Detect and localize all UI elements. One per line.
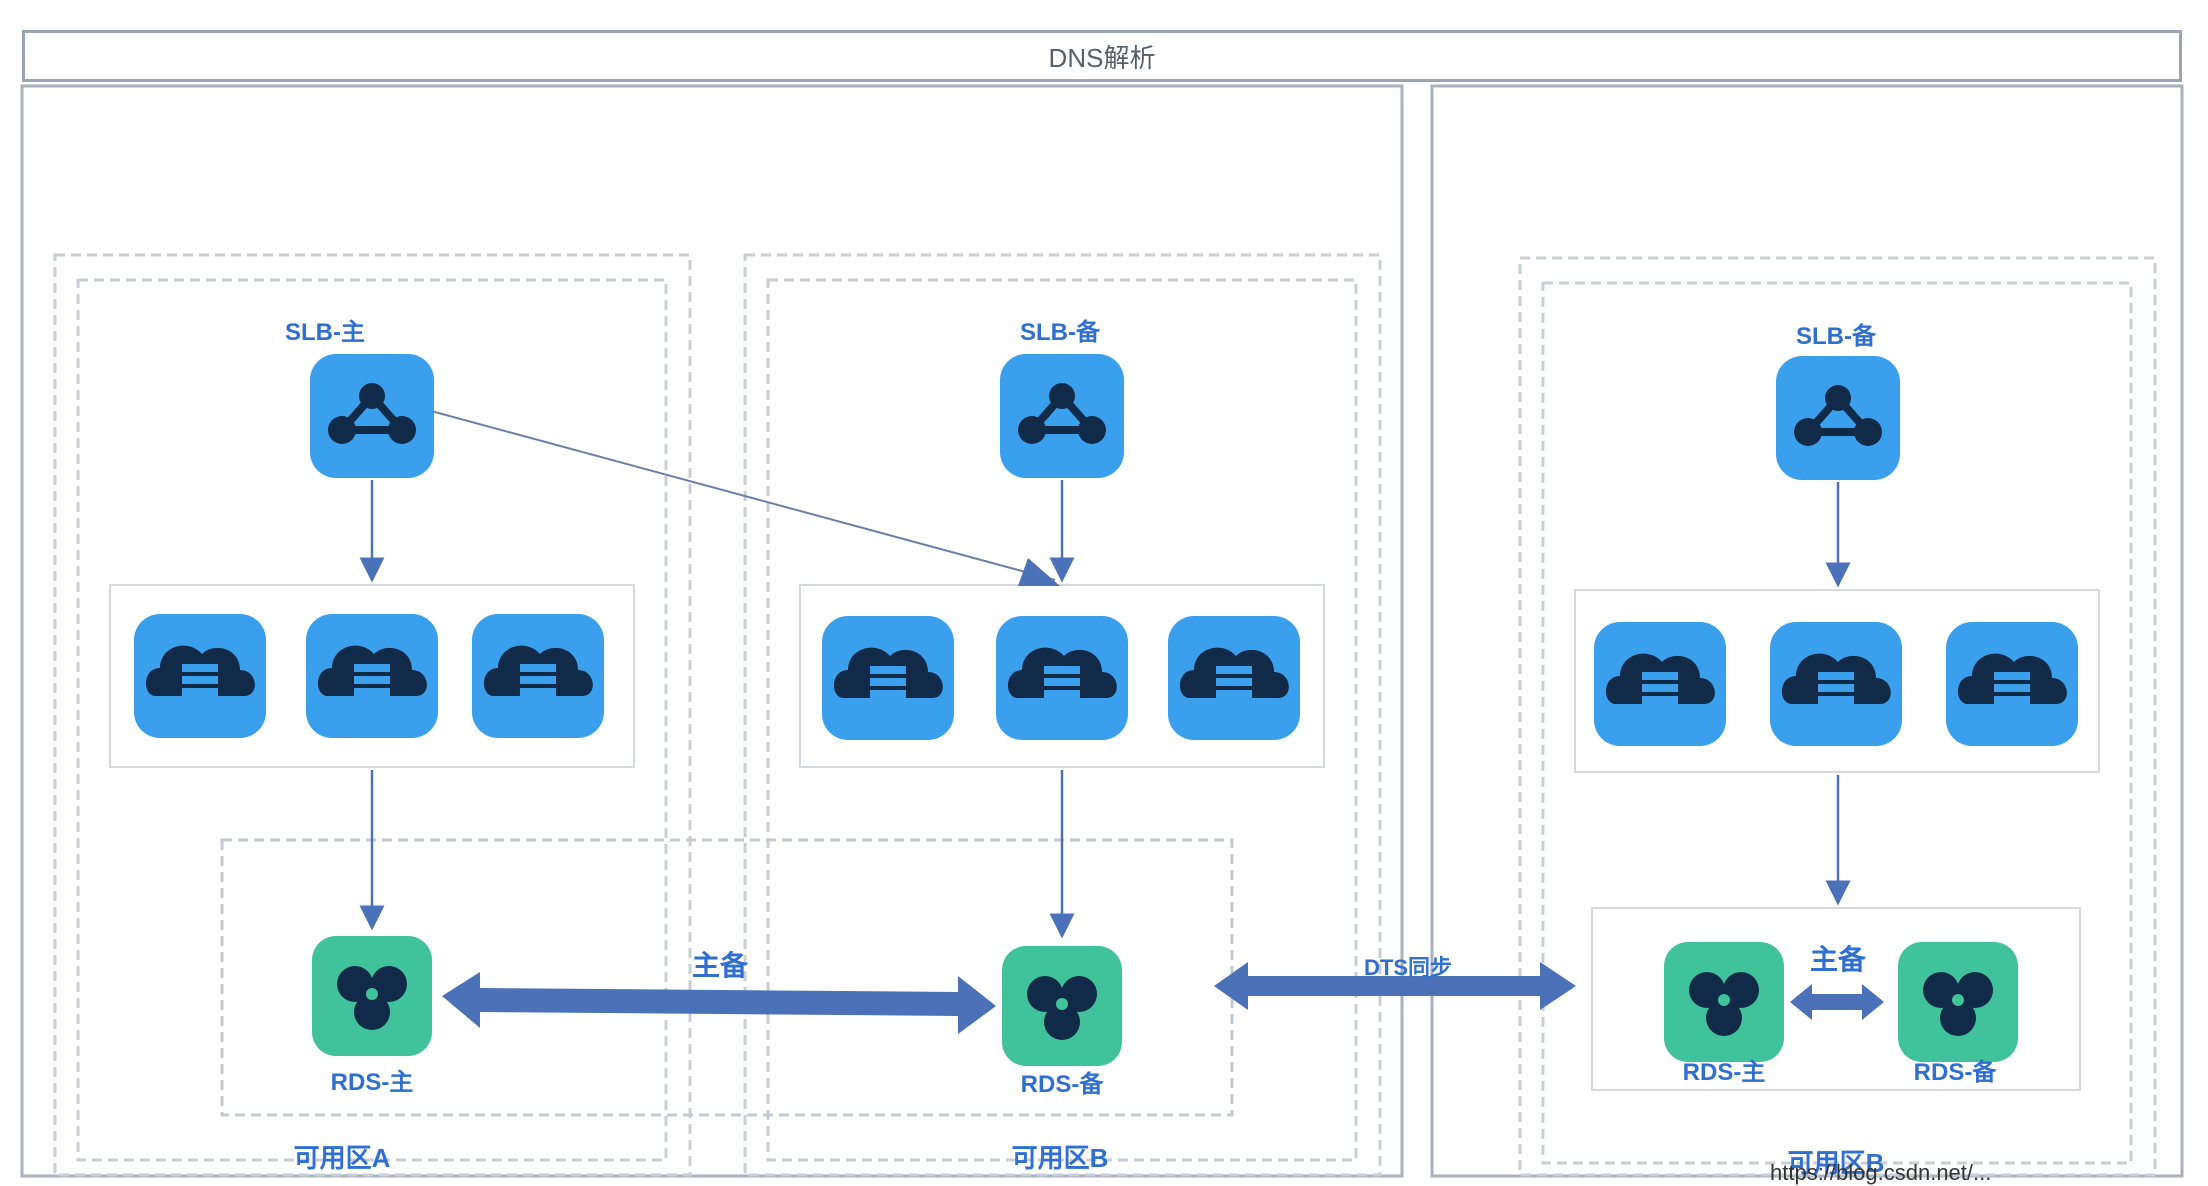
dns-title: DNS解析	[1048, 42, 1156, 73]
rds-primary-icon	[1664, 942, 1784, 1062]
zone-b-label: 可用区B	[1011, 1143, 1109, 1173]
remote-primary-standby-double-arrow	[1790, 984, 1884, 1020]
slb-standby-label: SLB-备	[1020, 319, 1100, 346]
rds-primary-icon	[312, 936, 432, 1056]
slb-standby-icon	[1776, 356, 1900, 480]
ecs-server-icon	[1946, 622, 2078, 746]
zone-a-label: 可用区A	[293, 1143, 391, 1173]
zone-c-label: 可用区B	[1787, 1148, 1885, 1178]
rds-standby-icon	[1898, 942, 2018, 1062]
ecs-server-icon	[822, 616, 954, 740]
ecs-server-icon	[134, 614, 266, 738]
rds-standby-label-c: RDS-备	[1913, 1059, 1997, 1086]
rds-ha-group-box	[220, 838, 1234, 1117]
rds-primary-label: RDS-主	[330, 1069, 414, 1096]
dns-resolution-header: DNS解析	[22, 30, 2182, 82]
dts-sync-label: DTS同步	[1363, 955, 1453, 980]
zone-b-outer-box	[743, 253, 1382, 1177]
ecs-server-icon	[1594, 622, 1726, 746]
slb-standby-icon	[1000, 354, 1124, 478]
zone-c-outer-box	[1518, 256, 2157, 1177]
ecs-server-icon	[306, 614, 438, 738]
rds-standby-icon	[1002, 946, 1122, 1066]
region-right-box	[1430, 84, 2184, 1178]
zone-a-outer-box	[53, 253, 692, 1177]
dts-sync-double-arrow	[1214, 962, 1576, 1010]
remote-primary-standby-label: 主备	[1809, 944, 1867, 975]
arrow-slb-a-to-ecs-b-head	[1018, 558, 1060, 586]
region-left-box	[20, 84, 1404, 1178]
rds-primary-label-c: RDS-主	[1682, 1059, 1766, 1086]
primary-standby-double-arrow	[442, 972, 996, 1034]
ecs-server-icon	[996, 616, 1128, 740]
primary-standby-label: 主备	[691, 950, 749, 981]
slb-primary-icon	[310, 354, 434, 478]
ecs-server-icon	[1770, 622, 1902, 746]
ecs-server-icon	[1168, 616, 1300, 740]
ecs-server-icon	[472, 614, 604, 738]
arrow-slb-a-to-ecs-b	[419, 407, 1056, 581]
watermark: https://blog.csdn.net/...	[1770, 1160, 1992, 1185]
slb-standby-label-c: SLB-备	[1796, 323, 1876, 350]
slb-primary-label: SLB-主	[285, 319, 365, 346]
rds-standby-label: RDS-备	[1020, 1071, 1104, 1098]
